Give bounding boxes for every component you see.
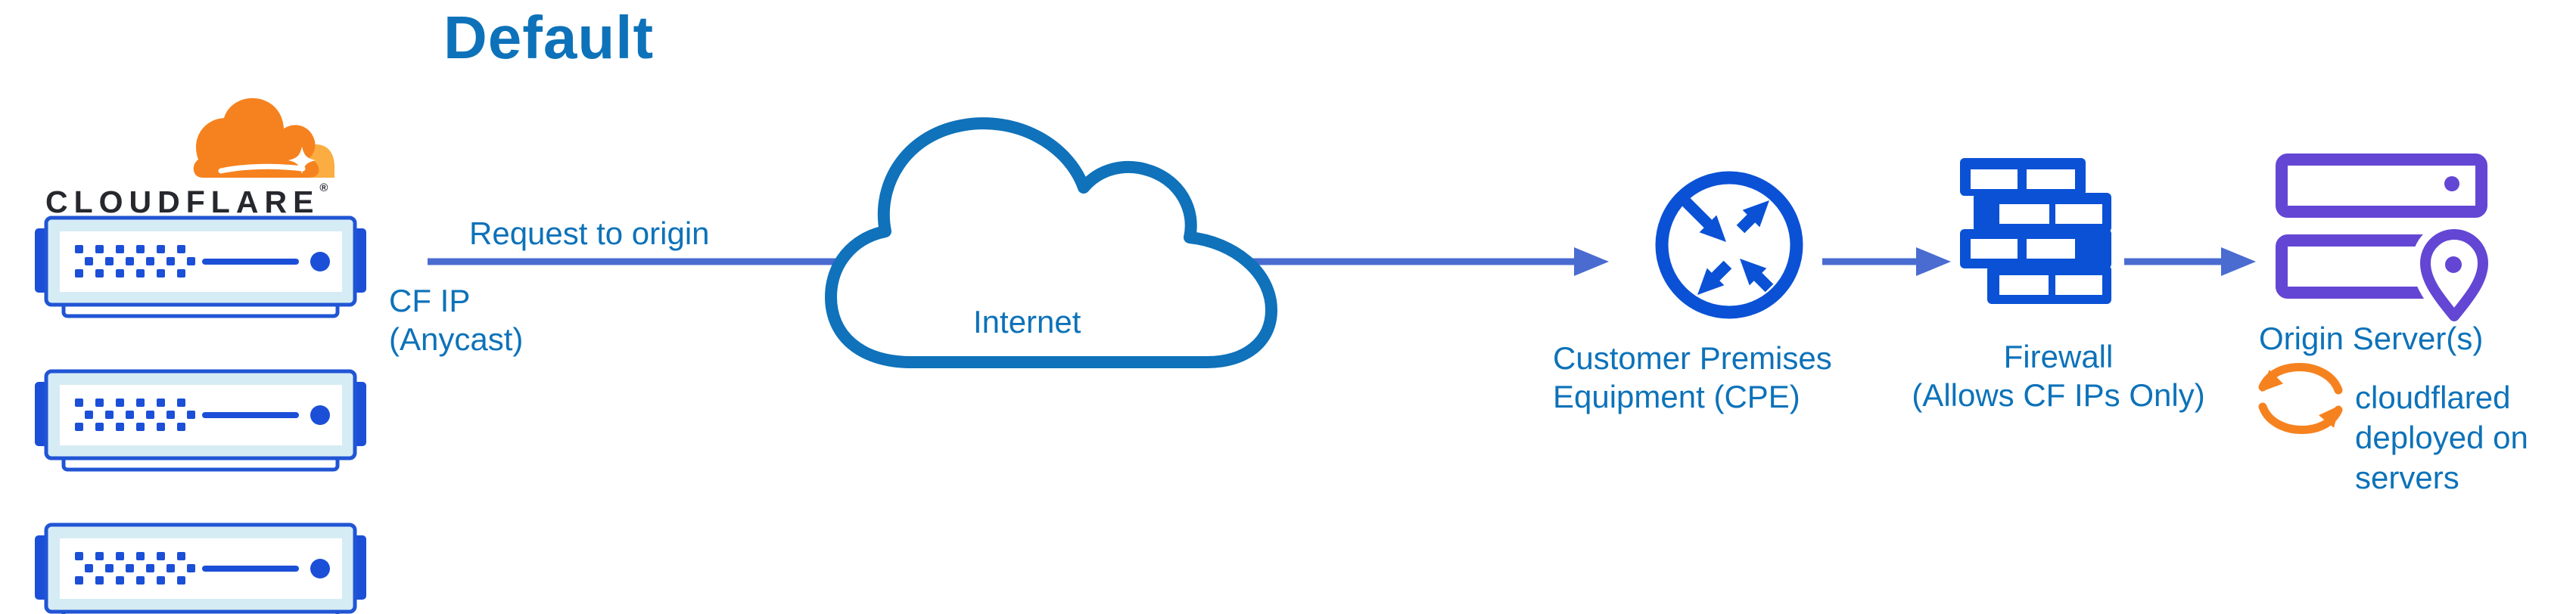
- firewall-icon: [1960, 158, 2111, 304]
- cf-ip-line1: CF IP: [389, 283, 471, 318]
- cloudflare-wordmark: CLOUDFLARE®: [45, 181, 328, 220]
- sparkle-icon: [288, 147, 316, 174]
- registered-mark: ®: [319, 181, 328, 194]
- cpe-router-icon: [1655, 171, 1803, 319]
- cloudflared-line3: servers: [2355, 460, 2459, 495]
- server-icon: [35, 371, 366, 470]
- wordmark-text: CLOUDFLARE: [45, 185, 320, 219]
- firewall-to-origin-arrow: [2124, 247, 2256, 276]
- cpe-to-firewall-arrow: [1822, 247, 1951, 276]
- firewall-label: Firewall (Allows CF IPs Only): [1888, 337, 2229, 414]
- origin-servers-label: Origin Server(s): [2259, 321, 2484, 356]
- cloudflare-cloud-icon: [193, 98, 334, 178]
- cpe-line1: Customer Premises: [1553, 340, 1832, 376]
- cloudflared-label: cloudflared deployed on servers: [2355, 377, 2528, 498]
- internet-label: Internet: [973, 304, 1081, 340]
- server-icon: [35, 216, 366, 318]
- cloudflared-line1: cloudflared: [2355, 380, 2511, 415]
- origin-servers-icon: [2276, 154, 2497, 330]
- internet-cloud-icon: [825, 117, 1277, 368]
- firewall-line2: (Allows CF IPs Only): [1912, 377, 2205, 413]
- cloudflared-line2: deployed on: [2355, 420, 2528, 455]
- diagram-title: Default: [443, 4, 655, 71]
- cpe-label: Customer Premises Equipment (CPE): [1553, 339, 1832, 416]
- cf-ip-line2: (Anycast): [389, 321, 524, 357]
- cf-ip-anycast-label: CF IP (Anycast): [389, 281, 523, 358]
- cloudflared-sync-icon: [2258, 363, 2343, 434]
- request-to-origin-label: Request to origin: [469, 216, 710, 251]
- server-icon: [35, 525, 366, 614]
- cpe-line2: Equipment (CPE): [1553, 379, 1800, 414]
- server-led-dots: [75, 245, 195, 278]
- firewall-line1: Firewall: [2003, 339, 2114, 374]
- location-pin-icon: [2420, 229, 2488, 321]
